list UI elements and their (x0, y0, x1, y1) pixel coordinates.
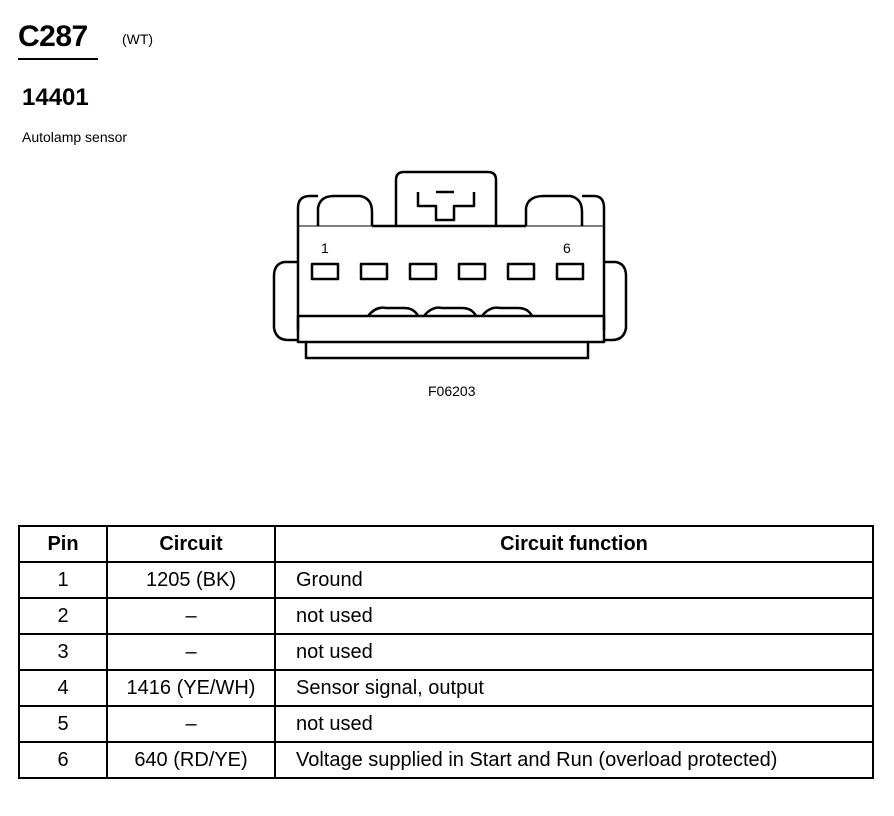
header-circuit-function: Circuit function (274, 525, 874, 563)
pin-cell: 6 (18, 741, 108, 779)
circuit-cell: 1416 (YE/WH) (106, 669, 276, 707)
pin-cavity (310, 262, 340, 281)
function-cell: not used (274, 633, 874, 671)
pin-table: Pin Circuit Circuit function 1 1205 (BK)… (18, 525, 874, 779)
function-cell: not used (274, 597, 874, 635)
function-cell: not used (274, 705, 874, 743)
latch-housing (394, 170, 498, 226)
connector-color-code: (WT) (122, 31, 154, 47)
pin-cavity (457, 262, 487, 281)
connector-description: Autolamp sensor (22, 129, 128, 145)
table-header-row: Pin Circuit Circuit function (18, 525, 874, 563)
circuit-cell: – (106, 705, 276, 743)
pin-cavity (408, 262, 438, 281)
figure-code: F06203 (428, 383, 476, 399)
circuit-cell: 640 (RD/YE) (106, 741, 276, 779)
pin-cell: 1 (18, 561, 108, 599)
pin-label-last: 6 (563, 240, 571, 256)
table-row: 2 – not used (18, 597, 874, 635)
table-row: 5 – not used (18, 705, 874, 743)
latch-slot (416, 192, 476, 222)
header-pin: Pin (18, 525, 108, 563)
pin-cell: 5 (18, 705, 108, 743)
table-row: 6 640 (RD/YE) Voltage supplied in Start … (18, 741, 874, 779)
pin-cavity (359, 262, 389, 281)
connector-face-diagram: 1 6 (272, 170, 628, 360)
table-row: 3 – not used (18, 633, 874, 671)
right-side-tab (604, 260, 628, 342)
pin-cavity (506, 262, 536, 281)
header-circuit: Circuit (106, 525, 276, 563)
pin-cell: 3 (18, 633, 108, 671)
connector-body (296, 194, 606, 330)
part-number: 14401 (22, 84, 89, 111)
function-cell: Sensor signal, output (274, 669, 874, 707)
connector-lower-shelf (296, 314, 606, 344)
right-ear (524, 194, 584, 226)
left-ear (316, 194, 374, 226)
left-side-tab (272, 260, 298, 342)
function-cell: Ground (274, 561, 874, 599)
pin-cell: 2 (18, 597, 108, 635)
pin-cavity (555, 262, 585, 281)
connector-id: C287 (18, 20, 88, 53)
table-row: 4 1416 (YE/WH) Sensor signal, output (18, 669, 874, 707)
table-row: 1 1205 (BK) Ground (18, 561, 874, 599)
pin-cell: 4 (18, 669, 108, 707)
pin-label-first: 1 (321, 240, 329, 256)
connector-bottom-strip (304, 342, 590, 360)
circuit-cell: – (106, 633, 276, 671)
circuit-cell: – (106, 597, 276, 635)
function-cell: Voltage supplied in Start and Run (overl… (274, 741, 874, 779)
connector-id-underline (18, 58, 98, 60)
circuit-cell: 1205 (BK) (106, 561, 276, 599)
